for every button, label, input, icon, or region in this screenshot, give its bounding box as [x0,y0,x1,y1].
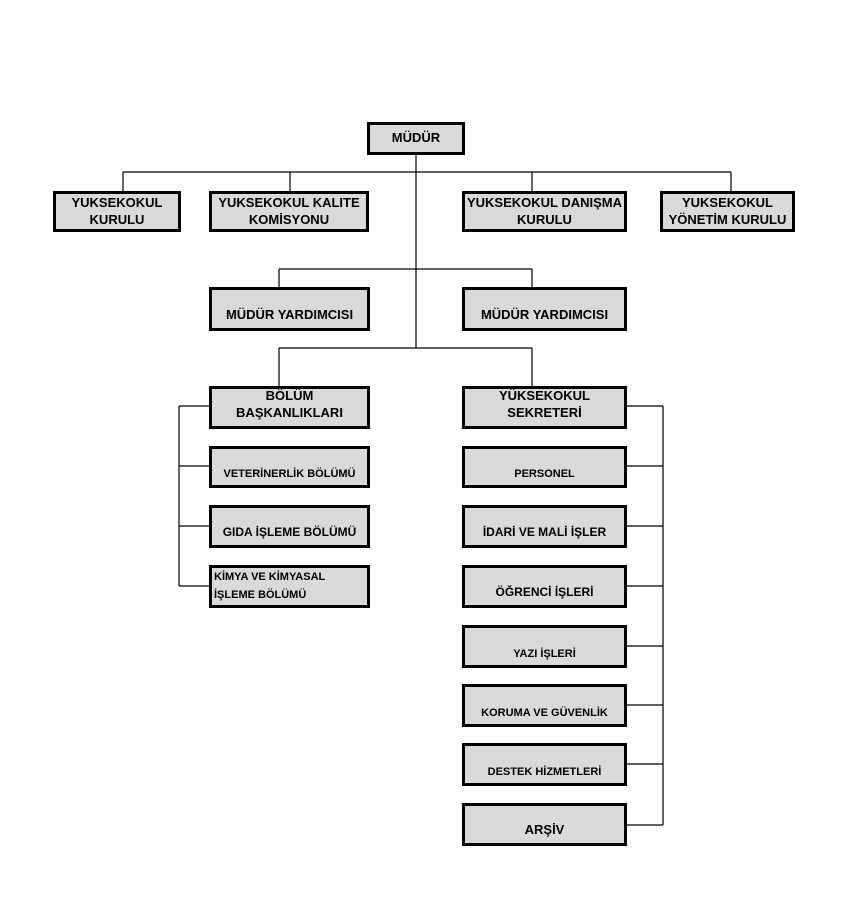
department-heads-label: BÖLÜM BAŞKANLIKLARI [236,388,343,421]
unit-box-correspondence: YAZI İŞLERİ [462,625,627,668]
department-label: KİMYA VE KİMYASAL İŞLEME BÖLÜMÜ [214,571,326,601]
unit-box-student-affairs: ÖĞRENCİ İŞLERİ [462,565,627,608]
unit-box-support-services: DESTEK HİZMETLERİ [462,743,627,786]
secretary-box: YÜKSEKOKUL SEKRETERİ [462,386,627,429]
board-box-school-council: YUKSEKOKUL KURULU [53,191,181,232]
deputy-box-left: MÜDÜR YARDIMCISI [209,287,370,331]
unit-box-personnel: PERSONEL [462,446,627,488]
department-box-food-processing: GIDA İŞLEME BÖLÜMÜ [209,505,370,548]
department-box-veterinary: VETERİNERLİK BÖLÜMÜ [209,446,370,488]
unit-box-security: KORUMA VE GÜVENLİK [462,684,627,727]
unit-label: PERSONEL [514,467,575,480]
department-label: VETERİNERLİK BÖLÜMÜ [223,467,356,480]
board-label: YUKSEKOKUL YÖNETİM KURULU [668,194,787,227]
unit-label: YAZI İŞLERİ [513,647,576,660]
unit-label: ÖĞRENCİ İŞLERİ [495,585,594,600]
deputy-label: MÜDÜR YARDIMCISI [480,307,609,323]
unit-label: DESTEK HİZMETLERİ [487,765,602,778]
board-label: YUKSEKOKUL DANIŞMA KURULU [466,194,623,227]
unit-box-administrative-financial: İDARİ VE MALİ İŞLER [462,505,627,548]
director-box: MÜDÜR [367,122,465,155]
unit-label: KORUMA VE GÜVENLİK [481,706,608,719]
deputy-label: MÜDÜR YARDIMCISI [225,307,354,323]
department-box-chemistry: KİMYA VE KİMYASAL İŞLEME BÖLÜMÜ [209,565,370,608]
deputy-box-right: MÜDÜR YARDIMCISI [462,287,627,331]
board-box-advisory-council: YUKSEKOKUL DANIŞMA KURULU [462,191,627,232]
director-label: MÜDÜR [391,130,441,146]
unit-label: İDARİ VE MALİ İŞLER [482,525,607,540]
board-box-executive-board: YUKSEKOKUL YÖNETİM KURULU [660,191,795,232]
board-label: YUKSEKOKUL KALITE KOMİSYONU [218,194,360,227]
unit-label: ARŞİV [524,822,565,838]
board-box-quality-commission: YUKSEKOKUL KALITE KOMİSYONU [209,191,369,232]
department-label: GIDA İŞLEME BÖLÜMÜ [222,525,357,540]
board-label: YUKSEKOKUL KURULU [71,194,163,227]
department-heads-box: BÖLÜM BAŞKANLIKLARI [209,386,370,429]
unit-box-archive: ARŞİV [462,803,627,846]
secretary-label: YÜKSEKOKUL SEKRETERİ [498,388,590,421]
